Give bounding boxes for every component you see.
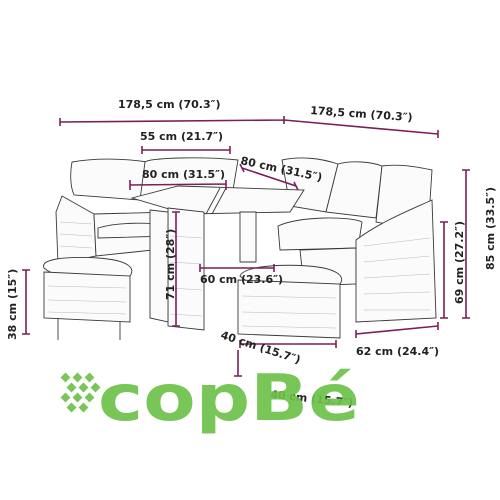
brand-mark-icon [60,372,101,413]
label-table-inner-width: 60 cm (23.6″) [200,273,283,286]
label-cushion-width: 55 cm (21.7″) [140,130,223,143]
brand-logo: copBé [60,362,360,436]
dimension-lines [22,116,470,377]
dining-table [130,185,305,331]
brand-name: copBé [98,362,360,436]
furniture-illustration [43,157,437,340]
left-footstool [43,257,133,340]
label-stool-height: 38 cm (15″) [6,269,19,340]
label-sofa-width-left: 178,5 cm (70.3″) [118,98,221,111]
label-table-height: 71 cm (28″) [164,229,177,300]
label-sofa-depth: 62 cm (24.4″) [356,345,439,358]
label-table-width: 80 cm (31.5″) [142,168,225,181]
label-sofa-total-height: 85 cm (33.5″) [484,187,497,270]
sofa-right-module [277,199,437,323]
front-footstool [237,264,342,339]
label-sofa-width-right: 178,5 cm (70.3″) [310,104,413,124]
label-sofa-seat-height: 69 cm (27.2″) [453,221,466,304]
